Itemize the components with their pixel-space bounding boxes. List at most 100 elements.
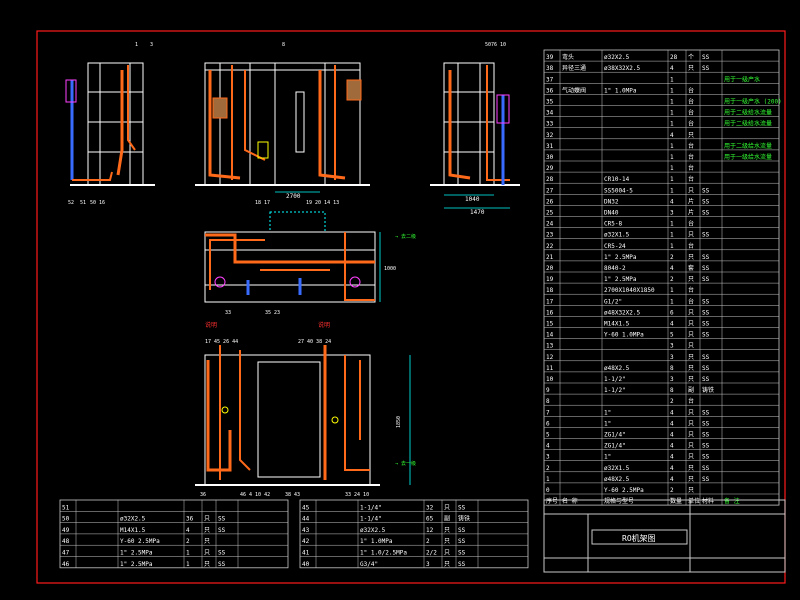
bom-right-cell: 规格与型号 bbox=[604, 497, 634, 505]
bom-right-cell: 片 bbox=[688, 197, 694, 205]
bom-right-cell: 台 bbox=[688, 153, 694, 161]
bom-right-cell: 4 bbox=[670, 65, 674, 72]
bom-bottom-mid-cell: 1" 1.0MPa bbox=[360, 538, 393, 545]
bom-right-cell: 3 bbox=[670, 343, 674, 350]
bom-right-cell: 37 bbox=[546, 76, 554, 83]
bom-right-cell: SS bbox=[702, 232, 710, 239]
bom-right-cell: 只 bbox=[688, 187, 694, 194]
left-side-view: 52 51 50 16 1 3 bbox=[65, 42, 155, 206]
bom-right-cell: 4 bbox=[670, 432, 674, 439]
bom-right-cell: 30 bbox=[546, 154, 554, 161]
bom-right-cell: CR5-24 bbox=[604, 243, 626, 250]
bom-right-cell: 2700X1040X1850 bbox=[604, 287, 655, 294]
bom-right-cell: 4 bbox=[670, 443, 674, 450]
bom-right-cell: 用于二级给水流量 bbox=[724, 109, 772, 117]
svg-text:38 43: 38 43 bbox=[285, 492, 300, 498]
svg-text:52: 52 bbox=[68, 200, 74, 206]
bom-right-cell: 用于二级给水流量 bbox=[724, 120, 772, 128]
bom-right-cell: 12 bbox=[546, 354, 554, 361]
bom-right-cell: SS bbox=[702, 454, 710, 461]
bom-right-cell: 1" 2.5MPa bbox=[604, 254, 637, 261]
svg-text:35 23: 35 23 bbox=[265, 310, 280, 316]
svg-text:1: 1 bbox=[135, 42, 138, 48]
bom-right-cell: 只 bbox=[688, 476, 694, 483]
bom-right-cell: 1 bbox=[670, 154, 674, 161]
bom-right-cell: 1 bbox=[670, 221, 674, 228]
bom-bottom-left-cell: 36 bbox=[186, 516, 194, 523]
bom-right-cell: 8 bbox=[546, 398, 550, 405]
bom-right-cell: 35 bbox=[546, 99, 554, 106]
bom-right-cell: 8 bbox=[670, 387, 674, 394]
bom-right-cell: 只 bbox=[688, 365, 694, 372]
bom-right-cell: 4 bbox=[670, 454, 674, 461]
bom-bottom-left-cell: SS bbox=[218, 561, 226, 568]
bom-right-cell: SS bbox=[702, 420, 710, 427]
bom-right-cell: 34 bbox=[546, 110, 554, 117]
svg-text:→ 去二级: → 去二级 bbox=[395, 233, 416, 240]
bom-bottom-mid-cell: 只 bbox=[444, 504, 450, 511]
bom-bottom-left-cell: 只 bbox=[204, 550, 210, 557]
bom-right-cell: 4 bbox=[670, 465, 674, 472]
bom-right-cell: 1 bbox=[670, 99, 674, 106]
bom-right-cell: 4 bbox=[670, 476, 674, 483]
bom-bottom-mid-cell: 副 bbox=[444, 515, 450, 523]
bom-bottom-left-cell: 只 bbox=[204, 561, 210, 568]
bom-bottom-mid-cell: 铸铁 bbox=[458, 515, 470, 523]
bom-bottom-left-cell: 1 bbox=[186, 561, 190, 568]
bom-right-cell: 27 bbox=[546, 187, 554, 194]
bom-right-cell: 1" bbox=[604, 454, 611, 461]
bom-right-cell: 21 bbox=[546, 254, 554, 261]
plan-depth-dim: 1000 bbox=[384, 266, 396, 272]
bom-right-cell: 16 bbox=[546, 309, 554, 316]
bom-bottom-mid-cell: 32 bbox=[426, 504, 434, 511]
bom-right-cell: 32 bbox=[546, 132, 554, 139]
bom-bottom-left-cell: Y-60 2.5MPa bbox=[120, 538, 160, 545]
bom-right-cell: DN40 bbox=[604, 210, 619, 217]
bom-right-cell: 33 bbox=[546, 121, 554, 128]
bom-right-cell: 1 bbox=[670, 76, 674, 83]
bom-right-cell: 1 bbox=[670, 121, 674, 128]
bom-bottom-mid-cell: SS bbox=[458, 504, 466, 511]
bom-right-cell: SS bbox=[702, 354, 710, 361]
bom-right-cell: 14 bbox=[546, 332, 554, 339]
bom-right-cell: 只 bbox=[688, 376, 694, 383]
bom-right-cell: ZG1/4" bbox=[604, 432, 626, 439]
svg-text:33 24 10: 33 24 10 bbox=[345, 492, 369, 498]
bom-right-cell: 台 bbox=[688, 297, 694, 305]
bom-bottom-mid-cell: 只 bbox=[444, 538, 450, 545]
bom-right-cell: G1/2" bbox=[604, 298, 622, 305]
bom-bottom-left-cell: 只 bbox=[204, 516, 210, 523]
bom-bottom-mid-cell: 44 bbox=[302, 516, 310, 523]
bom-right-cell: 只 bbox=[688, 276, 694, 283]
bom-bottom-mid-cell: 只 bbox=[444, 550, 450, 557]
bom-right-cell: 28 bbox=[546, 176, 554, 183]
bom-right-cell: 只 bbox=[688, 232, 694, 239]
bom-right-cell: 17 bbox=[546, 298, 554, 305]
bom-right-cell: 用于一级产水 bbox=[724, 75, 760, 83]
bom-right-cell: 1" bbox=[604, 409, 611, 416]
bom-right-cell: 25 bbox=[546, 210, 554, 217]
bom-right-cell: SS bbox=[702, 65, 710, 72]
bom-bottom-left-cell: M14X1.5 bbox=[120, 527, 146, 534]
bom-bottom-mid-cell: SS bbox=[458, 538, 466, 545]
bom-right-cell: 1 bbox=[670, 143, 674, 150]
bom-bottom-mid-cell: 1" 1.0/2.5MPa bbox=[360, 550, 407, 557]
bom-bottom-mid-cell: 40 bbox=[302, 561, 310, 568]
bom-right-cell: 只 bbox=[688, 487, 694, 494]
bom-right-cell: 1 bbox=[670, 187, 674, 194]
bom-right-cell: ø48X2.5 bbox=[604, 365, 630, 372]
drawing-frame bbox=[36, 30, 786, 584]
bom-right-cell: 2 bbox=[670, 254, 674, 261]
bom-right-cell: 4 bbox=[670, 265, 674, 272]
svg-text:36: 36 bbox=[200, 492, 206, 498]
bom-right-cell: SS bbox=[702, 443, 710, 450]
title-block: RO机架图 bbox=[543, 499, 786, 573]
bom-right-cell: Y-60 1.0MPa bbox=[604, 332, 644, 339]
drawing-title: RO机架图 bbox=[622, 533, 656, 543]
bom-right-cell: SS bbox=[702, 276, 710, 283]
bom-bottom-mid-cell: 43 bbox=[302, 527, 310, 534]
bom-right-cell: SS bbox=[702, 187, 710, 194]
